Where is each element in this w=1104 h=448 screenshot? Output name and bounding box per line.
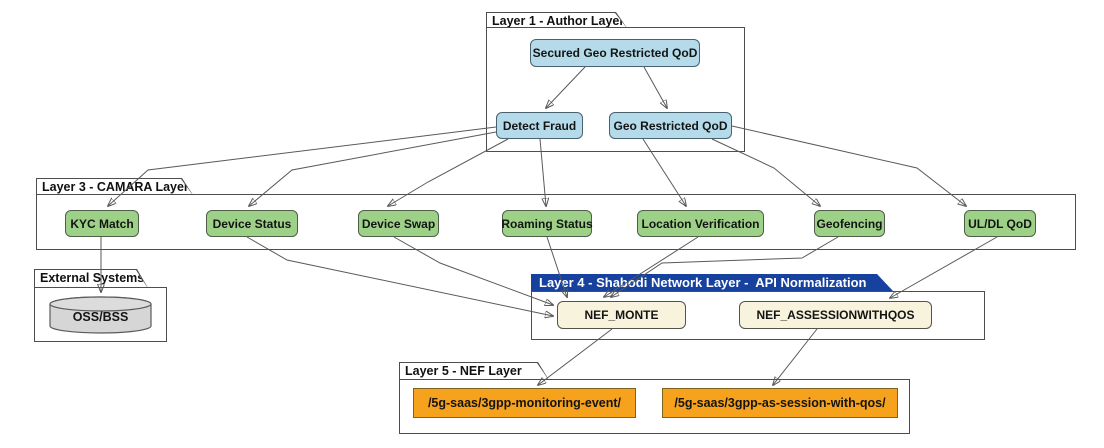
node-uldl-qod: UL/DL QoD bbox=[964, 210, 1036, 237]
node-oss-bss-cylinder: OSS/BSS bbox=[47, 294, 154, 336]
layer5-group-tab: Layer 5 - NEF Layer bbox=[399, 362, 549, 380]
node-geofencing: Geofencing bbox=[814, 210, 885, 237]
node-device-swap: Device Swap bbox=[358, 210, 439, 237]
node-oss-bss-label: OSS/BSS bbox=[72, 310, 129, 324]
layer4-banner: Layer 4 - Shabodi Network Layer - API No… bbox=[531, 274, 893, 291]
external-systems-group-label: External Systems bbox=[35, 270, 147, 287]
database-cylinder-icon bbox=[49, 296, 152, 334]
node-monitoring-event-api: /5g-saas/3gpp-monitoring-event/ bbox=[413, 388, 636, 418]
node-detect-fraud: Detect Fraud bbox=[496, 112, 583, 139]
layer1-group-label: Layer 1 - Author Layer bbox=[487, 13, 626, 27]
node-location-verification: Location Verification bbox=[637, 210, 764, 237]
node-nef-assessionwithqos: NEF_ASSESSIONWITHQOS bbox=[739, 301, 932, 329]
node-device-status: Device Status bbox=[206, 210, 298, 237]
node-kyc-match: KYC Match bbox=[65, 210, 139, 237]
node-geo-restricted-qod: Geo Restricted QoD bbox=[609, 112, 732, 139]
layer5-group-label: Layer 5 - NEF Layer bbox=[400, 363, 548, 379]
node-nef-monte: NEF_MONTE bbox=[557, 301, 686, 329]
node-roaming-status: Roaming Status bbox=[501, 210, 593, 237]
layer3-group-label: Layer 3 - CAMARA Layer bbox=[37, 179, 192, 194]
layer3-group-tab: Layer 3 - CAMARA Layer bbox=[36, 178, 193, 195]
layer1-group-tab: Layer 1 - Author Layer bbox=[486, 12, 627, 28]
external-systems-group-tab: External Systems bbox=[34, 269, 148, 288]
node-secured-geo-restricted-qod: Secured Geo Restricted QoD bbox=[530, 39, 700, 67]
node-as-session-with-qos-api: /5g-saas/3gpp-as-session-with-qos/ bbox=[662, 388, 898, 418]
